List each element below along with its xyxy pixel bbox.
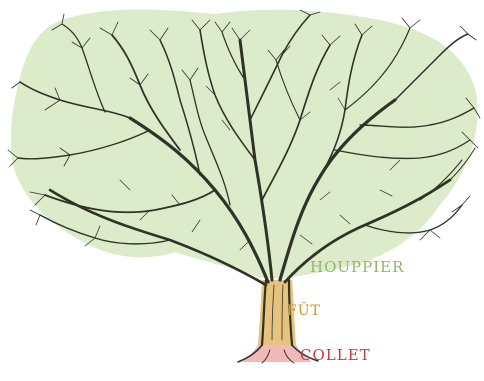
crown-zone bbox=[11, 10, 478, 279]
trunk-label: FÛT bbox=[287, 303, 321, 319]
crown-label: HOUPPIER bbox=[310, 258, 404, 276]
collar-label: COLLET bbox=[300, 346, 371, 364]
